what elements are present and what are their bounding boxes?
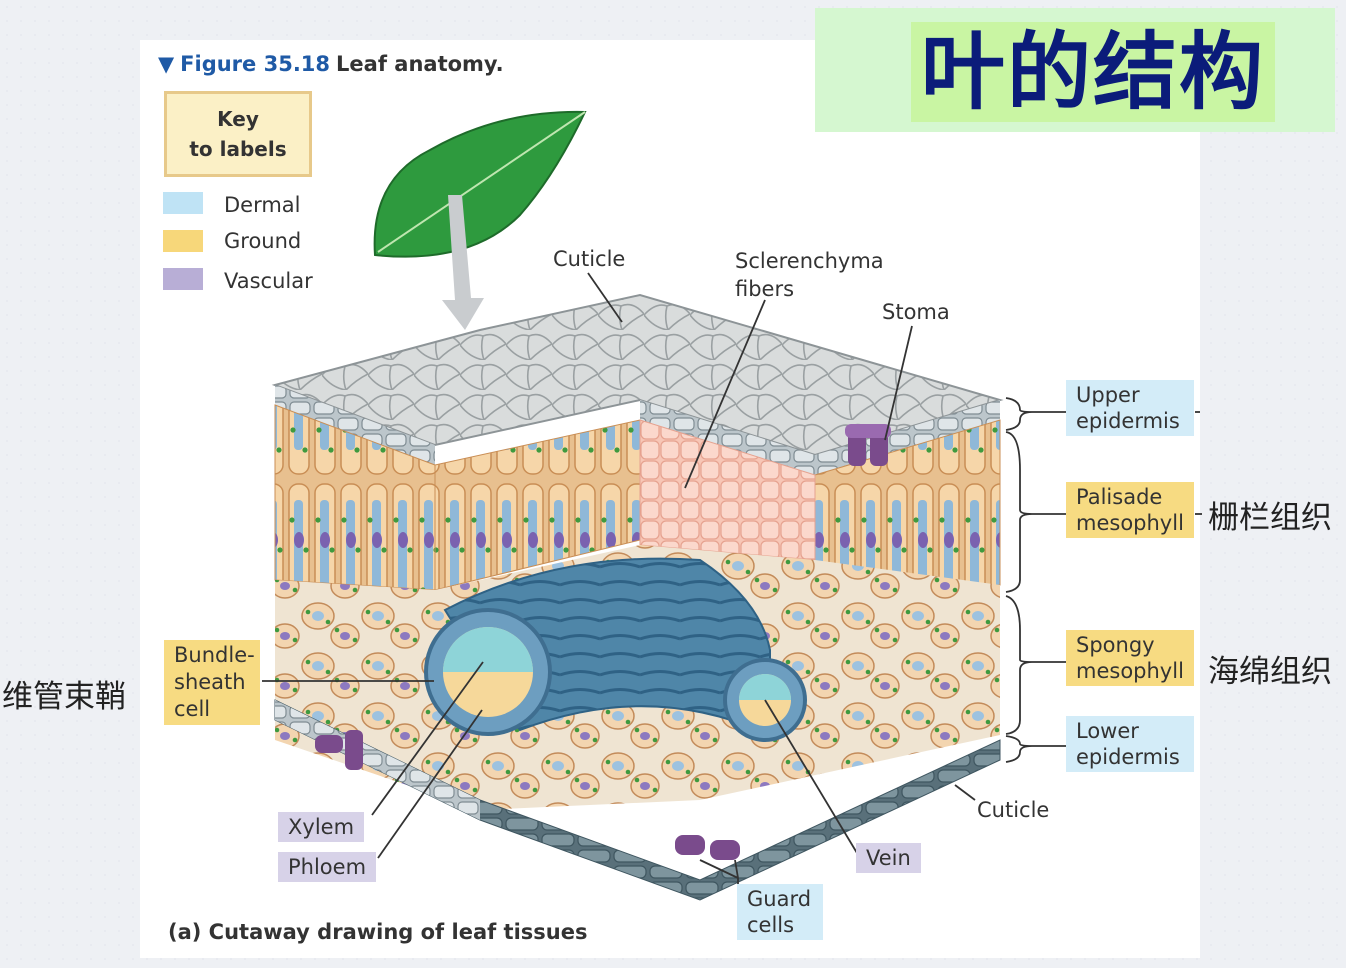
- figure-caption: (a) Cutaway drawing of leaf tissues: [168, 920, 588, 944]
- upper-epidermis-left: [275, 385, 435, 465]
- label-lower-epidermis: Lower epidermis: [1066, 716, 1194, 772]
- label-vein: Vein: [856, 843, 921, 873]
- label-guard-cells: Guard cells: [737, 884, 823, 940]
- label-sclerenchyma-1: Sclerenchyma: [735, 249, 884, 273]
- slide-title-box: 叶的结构: [815, 8, 1335, 132]
- label-bundle-sheath-1: Bundle-: [174, 643, 255, 667]
- label-spongy-1: Spongy: [1076, 633, 1155, 657]
- label-cuticle-top: Cuticle: [553, 247, 626, 271]
- label-phloem: Phloem: [278, 852, 377, 882]
- label-upper-epidermis-1: Upper: [1076, 383, 1140, 407]
- label-upper-epidermis: Upper epidermis: [1066, 380, 1194, 436]
- key-swatch-ground: [163, 230, 203, 252]
- key-label-dermal: Dermal: [224, 193, 301, 217]
- key-box: Key to labels: [164, 91, 312, 177]
- figure-number: Figure 35.18: [180, 52, 331, 76]
- label-xylem: Xylem: [278, 812, 365, 842]
- label-spongy-chinese: 海绵组织: [1208, 654, 1332, 690]
- slide-title: 叶的结构: [911, 22, 1276, 122]
- label-palisade-2: mesophyll: [1076, 511, 1184, 535]
- stoma-icon: [845, 424, 891, 466]
- label-guard-cells-2: cells: [747, 913, 795, 937]
- label-stoma: Stoma: [882, 300, 950, 324]
- guard-cells-icon: [675, 835, 740, 860]
- label-bundle-sheath-2: sheath: [174, 670, 246, 694]
- key-label-ground: Ground: [224, 229, 302, 253]
- label-palisade-mesophyll: Palisade mesophyll: [1066, 482, 1194, 538]
- label-lower-epidermis-2: epidermis: [1076, 745, 1180, 769]
- key-title-line2: to labels: [189, 137, 287, 161]
- leaf-icon: [373, 110, 587, 258]
- label-cuticle-bottom: Cuticle: [977, 798, 1050, 822]
- key-swatch-dermal: [163, 192, 203, 214]
- label-sclerenchyma-2: fibers: [735, 277, 795, 301]
- label-bundle-sheath-3: cell: [174, 697, 211, 721]
- lower-epidermis-left: [275, 700, 480, 820]
- leader-lines: [262, 272, 1202, 892]
- label-bundle-sheath-chinese: 维管束鞘: [2, 679, 126, 715]
- key-title-line1: Key: [217, 107, 259, 131]
- label-palisade-chinese: 栅栏组织: [1208, 500, 1332, 536]
- figure-title-text: Leaf anatomy.: [336, 52, 504, 76]
- label-palisade-1: Palisade: [1076, 485, 1163, 509]
- arrow-icon: [442, 195, 484, 330]
- triangle-down-icon: ▼: [158, 52, 175, 76]
- label-guard-cells-1: Guard: [747, 887, 812, 911]
- vein-bundle: [424, 557, 807, 742]
- key-label-vascular: Vascular: [224, 269, 313, 293]
- label-lower-epidermis-1: Lower: [1076, 719, 1139, 743]
- label-spongy-mesophyll: Spongy mesophyll: [1066, 630, 1194, 686]
- label-bundle-sheath-cell: Bundle- sheath cell: [164, 640, 260, 725]
- label-spongy-2: mesophyll: [1076, 659, 1184, 683]
- upper-epidermis-mid: [640, 400, 815, 475]
- guard-cells-left-icon: [315, 730, 363, 770]
- label-upper-epidermis-2: epidermis: [1076, 409, 1180, 433]
- key-swatch-vascular: [163, 268, 203, 290]
